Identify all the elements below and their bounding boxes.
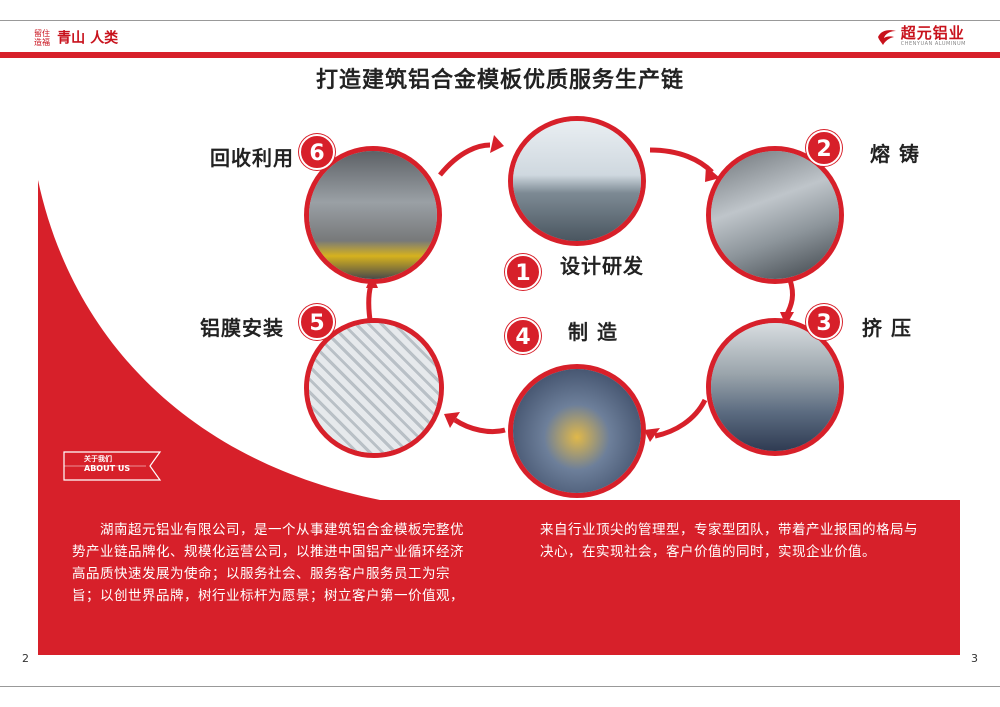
step-label-3: 挤 压 bbox=[862, 316, 912, 340]
step-label-6: 回收利用 bbox=[210, 146, 294, 170]
company-intro-right: 来自行业顶尖的管理型，专家型团队，带着产业报国的格局与决心，在实现社会，客户价值… bbox=[540, 522, 918, 560]
photo-recycling bbox=[304, 146, 442, 284]
page-number-left: 2 bbox=[22, 652, 29, 665]
photo-extrusion bbox=[706, 318, 844, 456]
arrowhead-4-to-5 bbox=[444, 412, 460, 428]
about-us-tag: 关于我们 ABOUT US bbox=[64, 452, 164, 480]
arrow-3-to-4 bbox=[654, 398, 708, 439]
header-rule bbox=[0, 52, 1000, 58]
step-label-5: 铝膜安装 bbox=[200, 316, 284, 340]
right-brand-logo: 超元铝业 CHENYUAN ALUMINUM bbox=[877, 26, 966, 47]
step-number-3: 3 bbox=[806, 304, 842, 340]
page-title: 打造建筑铝合金模板优质服务生产链 bbox=[315, 68, 684, 93]
right-brand-sub: CHENYUAN ALUMINUM bbox=[900, 41, 966, 47]
about-us-cn: 关于我们 bbox=[84, 455, 112, 463]
arrow-2-to-3 bbox=[783, 279, 796, 318]
step-number-6: 6 bbox=[299, 134, 335, 170]
arrowhead-6-to-1 bbox=[490, 135, 504, 153]
step-label-1: 设计研发 bbox=[560, 254, 644, 278]
left-brand-word-2: 人类 bbox=[90, 30, 119, 47]
arrowhead-3-to-4 bbox=[644, 428, 660, 442]
photo-casting bbox=[706, 146, 844, 284]
left-brand-logo: 留住 造福 青山 人类 bbox=[34, 27, 118, 48]
swoosh-logo-icon bbox=[877, 29, 896, 45]
page-number-right: 3 bbox=[971, 652, 978, 665]
arrow-4-to-5 bbox=[453, 417, 506, 435]
left-brand-small: 留住 造福 bbox=[34, 28, 50, 47]
about-us-en: ABOUT US bbox=[84, 464, 131, 473]
arrow-6-to-1 bbox=[438, 142, 491, 177]
left-brand-word-1: 青山 bbox=[57, 30, 86, 47]
photo-manufacturing bbox=[508, 364, 646, 498]
step-number-4: 4 bbox=[505, 318, 541, 354]
step-label-2: 熔 铸 bbox=[870, 142, 920, 166]
step-number-2: 2 bbox=[806, 130, 842, 166]
step-label-4: 制 造 bbox=[568, 320, 618, 344]
photo-design-office bbox=[508, 116, 646, 246]
step-number-5: 5 bbox=[299, 304, 335, 340]
company-intro-left: 湖南超元铝业有限公司，是一个从事建筑铝合金模板完整优势产业链品牌化、规模化运营公… bbox=[72, 522, 464, 604]
right-brand-name: 超元铝业 bbox=[900, 24, 965, 42]
arrow-1-to-2 bbox=[649, 147, 714, 174]
photo-formwork-installation bbox=[304, 318, 444, 458]
step-number-1: 1 bbox=[505, 254, 541, 290]
